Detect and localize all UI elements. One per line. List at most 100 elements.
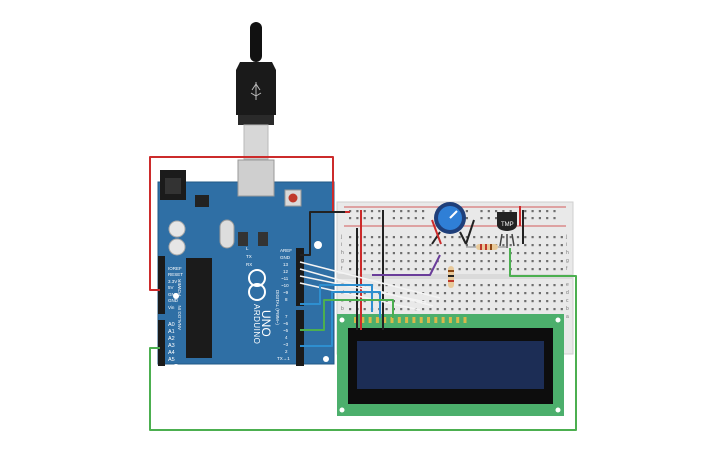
breadboard-hole xyxy=(502,292,505,295)
breadboard-hole xyxy=(392,284,395,287)
breadboard-hole xyxy=(400,252,403,255)
digital-header-label: DIGITAL (PWM~) xyxy=(275,290,280,325)
breadboard-hole xyxy=(495,260,498,263)
lcd-pin xyxy=(448,317,452,323)
temperature-sensor: TMP xyxy=(497,212,517,248)
pin-label-aref: AREF xyxy=(280,248,292,253)
breadboard-hole xyxy=(516,252,520,255)
breadboard-hole xyxy=(502,268,505,271)
breadboard-hole xyxy=(546,300,549,303)
lcd-pin xyxy=(383,317,387,323)
breadboard-hole xyxy=(436,252,439,255)
breadboard-hole xyxy=(553,268,556,271)
breadboard-hole xyxy=(560,292,563,295)
breadboard-hole xyxy=(465,244,468,247)
breadboard-hole xyxy=(414,260,417,263)
breadboard-hole xyxy=(436,308,439,311)
breadboard-hole xyxy=(560,260,563,263)
pin-label-a2: A2 xyxy=(168,336,175,342)
breadboard-hole xyxy=(538,217,541,220)
breadboard-hole xyxy=(516,292,520,295)
wire-blue xyxy=(300,284,373,312)
breadboard-hole xyxy=(392,268,395,271)
breadboard-row-letter: c xyxy=(566,298,569,304)
pin-label-10: ~10 xyxy=(281,283,289,288)
breadboard-row-letter: i xyxy=(566,242,567,248)
breadboard-hole xyxy=(414,210,417,213)
breadboard-hole xyxy=(378,217,381,220)
wire-green xyxy=(149,248,577,431)
lcd-pin xyxy=(412,317,416,323)
wire-black xyxy=(465,219,475,245)
breadboard-hole xyxy=(385,252,388,255)
pin-label-11: ~11 xyxy=(281,276,289,281)
usb-icon xyxy=(250,82,262,100)
breadboard-hole xyxy=(385,244,388,247)
breadboard-hole xyxy=(385,268,388,271)
pin-label-3: ~3 xyxy=(283,342,289,347)
usb-cable xyxy=(236,22,276,160)
breadboard-hole xyxy=(422,268,425,271)
breadboard-hole xyxy=(524,260,527,263)
breadboard-hole xyxy=(407,292,410,295)
breadboard-row-letter: f xyxy=(341,266,343,272)
breadboard-hole xyxy=(400,268,403,271)
breadboard-hole xyxy=(546,268,549,271)
breadboard-hole xyxy=(436,244,439,247)
breadboard-hole xyxy=(553,300,556,303)
breadboard-hole xyxy=(363,268,366,271)
breadboard-hole xyxy=(560,300,563,303)
breadboard-hole xyxy=(480,284,483,287)
breadboard-hole xyxy=(378,210,381,213)
breadboard-hole xyxy=(495,308,498,311)
breadboard-hole xyxy=(502,308,505,311)
breadboard-hole xyxy=(392,260,395,263)
breadboard-hole xyxy=(546,308,549,311)
pin-label-reset: RESET xyxy=(168,272,183,277)
breadboard-hole xyxy=(451,244,454,247)
lcd-screen xyxy=(357,341,544,389)
breadboard-hole xyxy=(509,300,512,303)
breadboard-hole xyxy=(480,292,483,295)
breadboard-hole xyxy=(531,300,534,303)
wire-white xyxy=(299,275,427,303)
breadboard-hole xyxy=(495,284,498,287)
breadboard-hole xyxy=(378,268,381,271)
pin-label-a0: A0 xyxy=(168,322,175,328)
breadboard-hole xyxy=(407,284,410,287)
breadboard-hole xyxy=(553,260,556,263)
breadboard-hole xyxy=(436,292,439,295)
breadboard-hole xyxy=(538,252,541,255)
breadboard-hole xyxy=(480,252,483,255)
breadboard-hole xyxy=(546,210,549,213)
breadboard-hole xyxy=(370,210,374,213)
breadboard-hole xyxy=(546,236,549,239)
pin-label-3v3: 3.3V xyxy=(168,279,177,284)
breadboard-hole xyxy=(429,268,432,271)
wire-purple xyxy=(372,254,441,276)
breadboard-hole xyxy=(400,236,403,239)
breadboard-hole xyxy=(349,236,352,239)
pin-label-9: ~9 xyxy=(283,290,289,295)
breadboard-hole xyxy=(465,268,468,271)
breadboard-hole xyxy=(473,236,476,239)
breadboard-hole xyxy=(385,260,388,263)
atmega-chip xyxy=(186,258,212,358)
breadboard-hole xyxy=(349,268,352,271)
breadboard-hole xyxy=(509,308,512,311)
breadboard-hole xyxy=(370,217,374,220)
sensor-label: TMP xyxy=(501,222,514,228)
breadboard-hole xyxy=(422,210,425,213)
breadboard-hole xyxy=(443,236,447,239)
breadboard-hole xyxy=(443,252,447,255)
pin-label-7: 7 xyxy=(285,314,288,319)
breadboard-hole xyxy=(538,210,541,213)
breadboard-hole xyxy=(443,284,447,287)
breadboard-hole xyxy=(451,300,454,303)
breadboard-hole xyxy=(458,308,461,311)
breadboard-hole xyxy=(465,260,468,263)
pin-label-8: 8 xyxy=(285,297,288,302)
breadboard-hole xyxy=(524,308,527,311)
wire-green xyxy=(300,299,394,331)
lcd-pin-header xyxy=(354,317,467,323)
